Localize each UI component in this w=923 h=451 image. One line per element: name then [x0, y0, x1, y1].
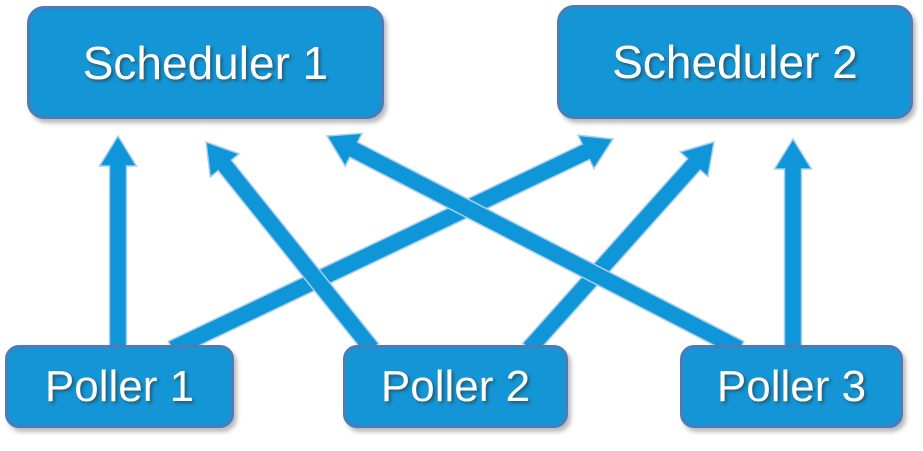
node-scheduler-1: Scheduler 1 [27, 6, 384, 119]
node-poller-3: Poller 3 [680, 345, 903, 428]
node-poller-1: Poller 1 [5, 345, 234, 428]
node-label: Poller 1 [44, 361, 195, 411]
arrow-poller-1-to-scheduler-1 [98, 134, 138, 350]
node-label: Scheduler 2 [612, 36, 858, 88]
node-poller-2: Poller 2 [343, 345, 568, 428]
node-label: Poller 3 [716, 361, 867, 411]
node-label: Poller 2 [380, 361, 531, 411]
arrow-poller-3-to-scheduler-1 [325, 132, 745, 358]
arrow-poller-3-to-scheduler-2 [773, 137, 813, 350]
arrow-poller-1-to-scheduler-2 [167, 134, 615, 358]
node-scheduler-2: Scheduler 2 [557, 5, 913, 119]
node-label: Scheduler 1 [82, 36, 329, 89]
arrow-poller-2-to-scheduler-1 [205, 140, 380, 356]
arrow-poller-2-to-scheduler-2 [521, 140, 715, 356]
